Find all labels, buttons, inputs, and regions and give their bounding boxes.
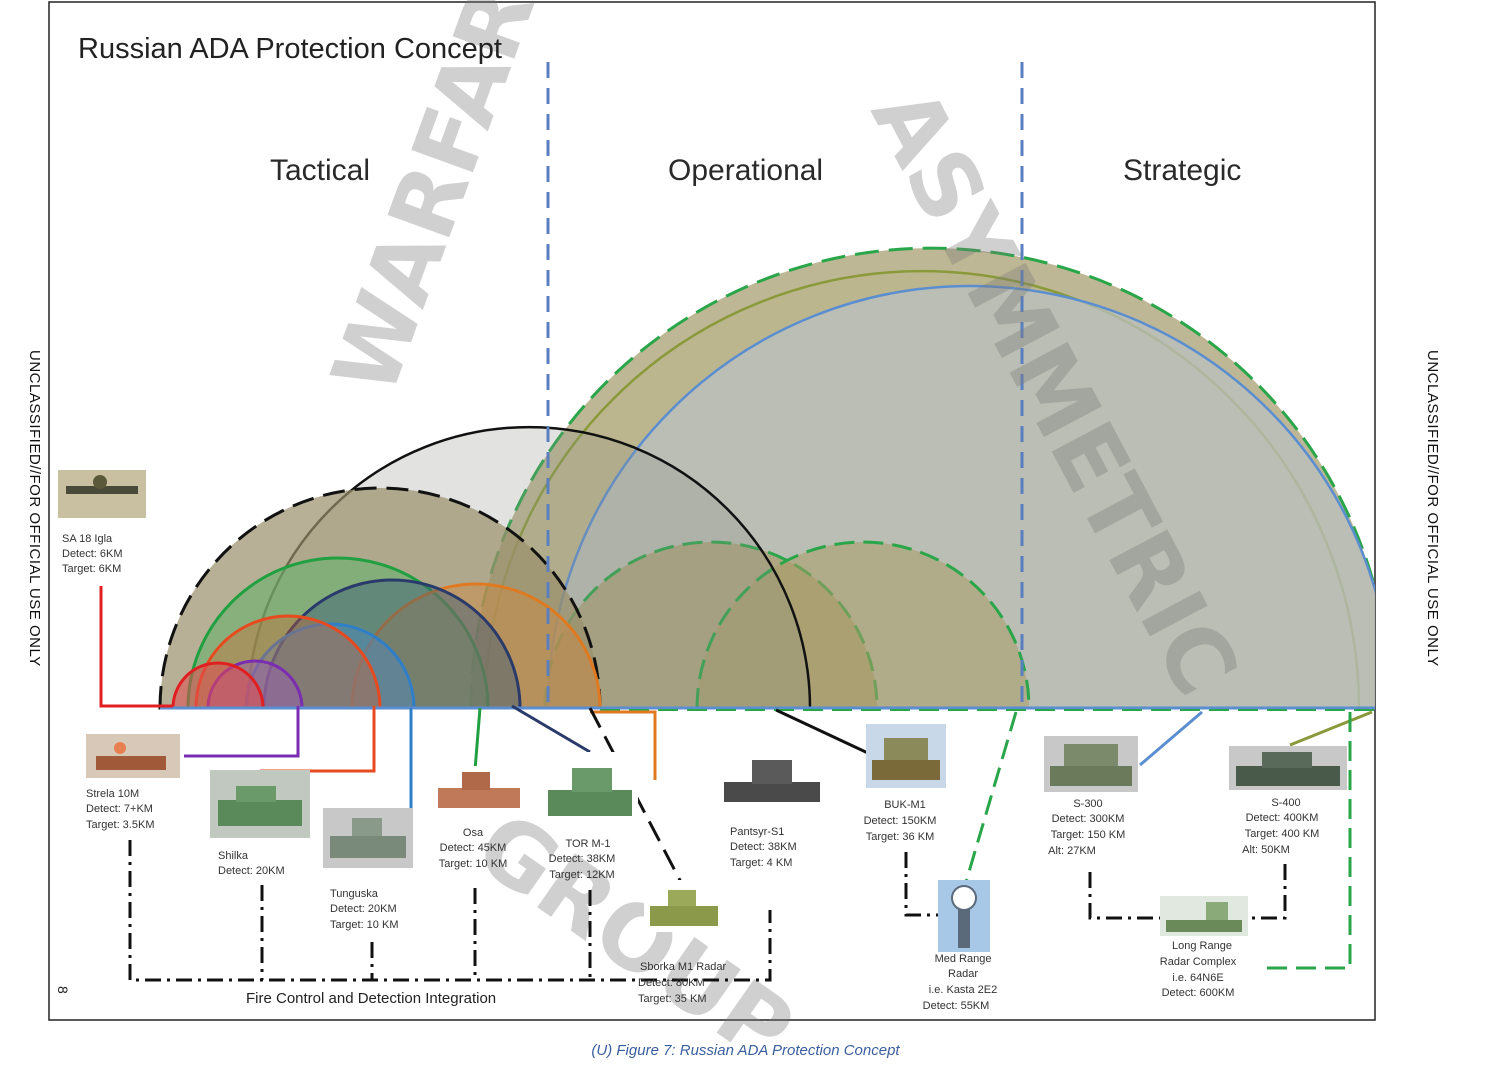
svg-text:Sborka M1 Radar: Sborka M1 Radar <box>640 961 727 973</box>
pantsyr-range-dome <box>350 582 602 710</box>
tunguska-range-dome <box>244 622 416 710</box>
svg-text:Long Range: Long Range <box>1172 940 1232 952</box>
page-number: 8 <box>55 986 71 994</box>
svg-text:Shilka: Shilka <box>218 850 249 862</box>
integration-label: Fire Control and Detection Integration <box>246 990 496 1007</box>
zone-label-tactical: Tactical <box>270 154 370 187</box>
svg-text:BUK-M1: BUK-M1 <box>884 799 926 811</box>
kasta-icon <box>938 880 990 952</box>
svg-text:Pantsyr-S1: Pantsyr-S1 <box>730 826 784 838</box>
sborka-icon <box>644 880 724 932</box>
tunguska-icon <box>323 808 413 868</box>
osa-range-dome <box>186 556 490 710</box>
svg-text:Detect: 38KM: Detect: 38KM <box>730 841 797 853</box>
igla-icon <box>58 470 146 518</box>
s300-icon <box>1044 736 1138 792</box>
svg-text:Alt: 27KM: Alt: 27KM <box>1048 845 1096 857</box>
svg-text:Detect: 38KM: Detect: 38KM <box>549 853 616 865</box>
igla-label: SA 18 Igla Detect: 6KM Target: 6KM <box>62 533 123 575</box>
svg-text:i.e. 64N6E: i.e. 64N6E <box>1172 972 1223 984</box>
sborka-label: Sborka M1 Radar Detect: 80KM Target: 35 … <box>638 961 727 1005</box>
nebo-icon <box>1160 896 1248 936</box>
nebo-label: Long Range Radar Complex i.e. 64N6E Dete… <box>1160 940 1237 999</box>
svg-text:Target: 4 KM: Target: 4 KM <box>730 857 792 869</box>
tor-icon <box>542 752 638 822</box>
svg-text:i.e. Kasta 2E2: i.e. Kasta 2E2 <box>929 984 998 996</box>
pantsyr-label: Pantsyr-S1 Detect: 38KM Target: 4 KM <box>730 826 797 869</box>
tor-range-dome <box>262 578 522 710</box>
svg-text:Detect: 55KM: Detect: 55KM <box>923 1000 990 1012</box>
svg-text:S-300: S-300 <box>1073 798 1102 810</box>
shilka-label: Shilka Detect: 20KM <box>218 850 285 877</box>
svg-text:Target: 12KM: Target: 12KM <box>549 869 614 881</box>
svg-text:Target: 150 KM: Target: 150 KM <box>1051 829 1126 841</box>
svg-text:Target: 400 KM: Target: 400 KM <box>1245 828 1320 840</box>
svg-text:Radar: Radar <box>948 968 978 980</box>
svg-text:Detect: 80KM: Detect: 80KM <box>638 977 705 989</box>
svg-text:Detect: 6KM: Detect: 6KM <box>62 548 123 560</box>
svg-text:Detect: 300KM: Detect: 300KM <box>1052 813 1125 825</box>
svg-text:Osa: Osa <box>463 827 484 839</box>
s400-icon <box>1229 746 1347 790</box>
svg-text:Target: 35 KM: Target: 35 KM <box>638 993 706 1005</box>
zone-label-strategic: Strategic <box>1123 154 1241 187</box>
svg-text:TOR M-1: TOR M-1 <box>565 838 610 850</box>
osa-icon <box>430 766 525 816</box>
buk-icon <box>866 724 946 788</box>
svg-text:Target: 10 KM: Target: 10 KM <box>330 919 398 931</box>
s400-label: S-400 Detect: 400KM Target: 400 KM Alt: … <box>1242 797 1319 856</box>
svg-text:Detect: 20KM: Detect: 20KM <box>218 865 285 877</box>
zone-label-operational: Operational <box>668 154 823 187</box>
svg-text:Detect: 20KM: Detect: 20KM <box>330 903 397 915</box>
side-marking-left: UNCLASSIFIED//FOR OFFICIAL USE ONLY <box>26 350 43 667</box>
svg-text:Tunguska: Tunguska <box>330 888 379 900</box>
svg-text:Strela 10M: Strela 10M <box>86 788 139 800</box>
s300-label: S-300 Detect: 300KM Target: 150 KM Alt: … <box>1048 798 1125 857</box>
svg-text:Target: 6KM: Target: 6KM <box>62 563 121 575</box>
svg-text:Detect: 45KM: Detect: 45KM <box>440 842 507 854</box>
svg-text:Alt: 50KM: Alt: 50KM <box>1242 844 1290 856</box>
svg-text:Target: 10 KM: Target: 10 KM <box>439 858 507 870</box>
figure-caption: (U) Figure 7: Russian ADA Protection Con… <box>591 1042 900 1059</box>
svg-text:SA 18 Igla: SA 18 Igla <box>62 533 113 545</box>
svg-text:Detect: 7+KM: Detect: 7+KM <box>86 803 153 815</box>
kasta-label: Med Range Radar i.e. Kasta 2E2 Detect: 5… <box>923 953 998 1012</box>
diagram-title: Russian ADA Protection Concept <box>78 33 502 65</box>
svg-text:Detect: 400KM: Detect: 400KM <box>1246 812 1319 824</box>
pantsyr-icon <box>720 750 826 810</box>
side-marking-right: UNCLASSIFIED//FOR OFFICIAL USE ONLY <box>1424 350 1441 667</box>
svg-text:Detect: 150KM: Detect: 150KM <box>864 815 937 827</box>
tor-label: TOR M-1 Detect: 38KM Target: 12KM <box>549 838 616 881</box>
svg-text:Target: 3.5KM: Target: 3.5KM <box>86 819 154 831</box>
svg-text:Radar Complex: Radar Complex <box>1160 956 1237 968</box>
tunguska-label: Tunguska Detect: 20KM Target: 10 KM <box>330 888 398 931</box>
svg-text:Detect: 600KM: Detect: 600KM <box>1162 987 1235 999</box>
svg-text:Target: 36 KM: Target: 36 KM <box>866 831 934 843</box>
osa-label: Osa Detect: 45KM Target: 10 KM <box>439 827 507 870</box>
svg-text:S-400: S-400 <box>1271 797 1300 809</box>
shilka-icon <box>210 770 310 838</box>
strela-icon <box>86 734 180 778</box>
igla-range-dome <box>171 661 265 710</box>
svg-text:Med Range: Med Range <box>935 953 992 965</box>
buk-label: BUK-M1 Detect: 150KM Target: 36 KM <box>864 799 937 843</box>
strela-label: Strela 10M Detect: 7+KM Target: 3.5KM <box>86 788 154 831</box>
